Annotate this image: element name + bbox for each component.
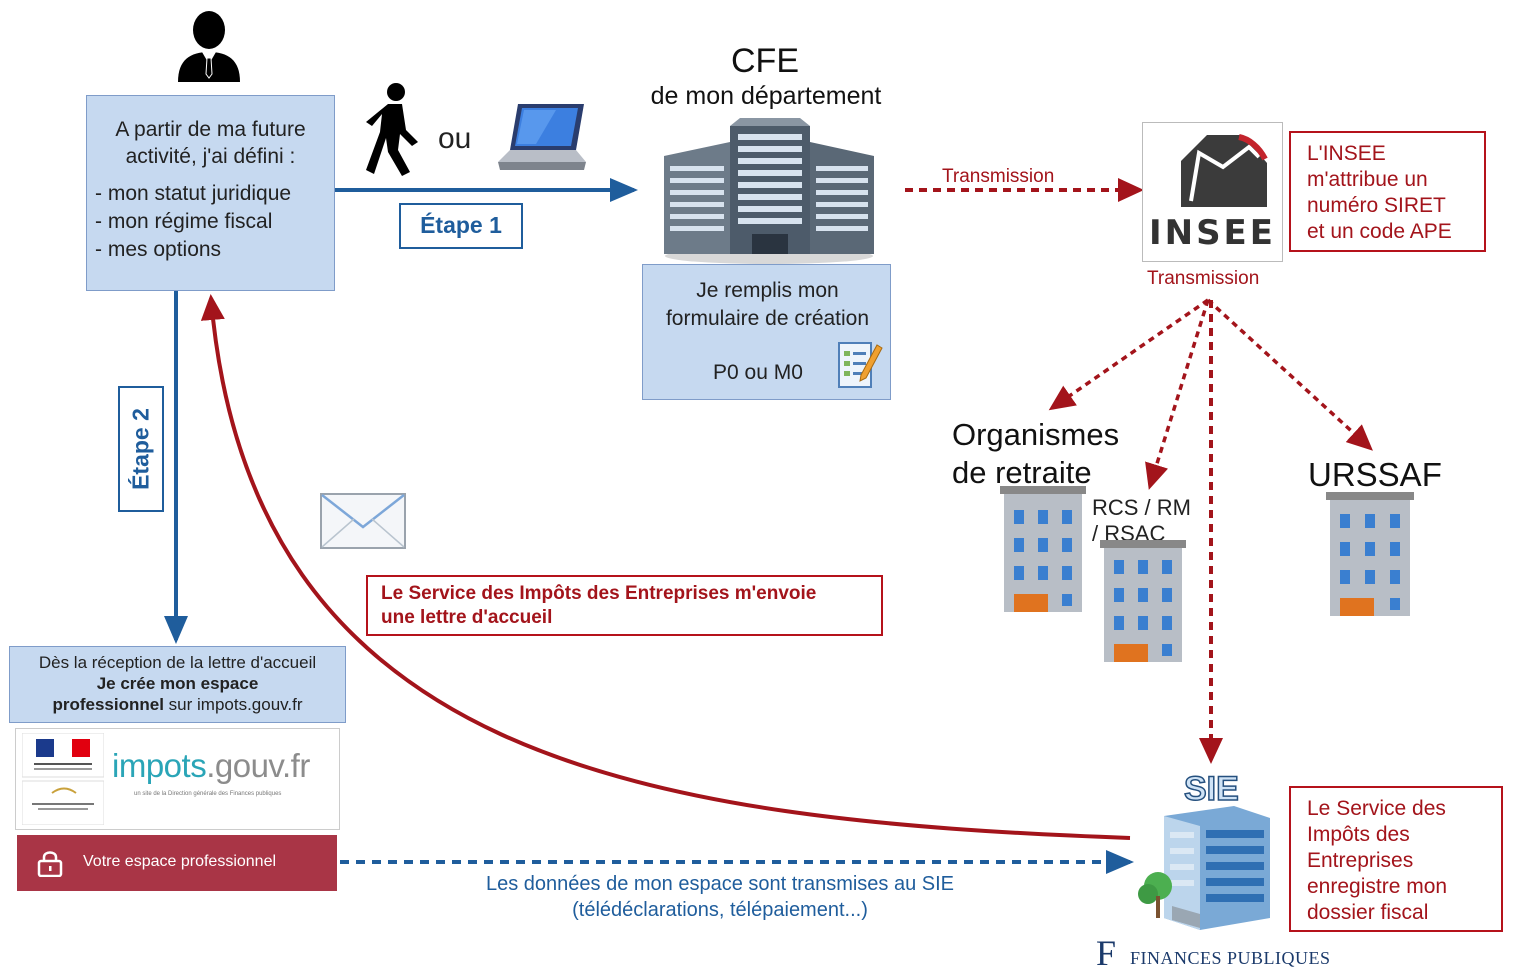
impots-gouv-logo: impots.gouv.fr un site de la Direction g… — [15, 728, 340, 830]
espace-pro-instructions: Dès la réception de la lettre d'accueil … — [9, 646, 346, 723]
walking-person-icon — [366, 83, 418, 176]
form-document-icon — [838, 342, 883, 388]
organismes-building-icon — [1000, 486, 1086, 612]
user-choice-item: - mes options — [95, 238, 222, 261]
impots-logo-tagline: un site de la Direction générale des Fin… — [134, 791, 282, 797]
urssaf-building-icon — [1326, 492, 1414, 616]
espace-pro-tail: sur impots.gouv.fr — [163, 695, 303, 714]
lettre-accueil-note: Le Service des Impôts des Entreprises m'… — [366, 575, 883, 636]
user-choice-item: - mon régime fiscal — [95, 210, 273, 233]
espace-pro-bold: Je crée mon espace professionnel — [52, 674, 259, 714]
insee-logo: INSEE — [1142, 122, 1283, 262]
sie-label: SIE — [1183, 769, 1239, 809]
user-choice-item: - mon statut juridique — [95, 182, 292, 205]
finances-publiques-mark: F — [1096, 933, 1117, 973]
user-choices-intro: A partir de ma future activité, j'ai déf… — [115, 118, 306, 168]
user-icon — [178, 11, 240, 82]
transmission-label-insee: Transmission — [1147, 268, 1260, 289]
lettre-accueil-arrow — [200, 294, 1131, 840]
rcs-building-icon — [1100, 540, 1186, 662]
finances-publiques-logo: F FINANCES PUBLIQUES — [1094, 933, 1354, 973]
impots-logo-main: impots — [112, 747, 207, 784]
sie-building-icon — [1138, 806, 1270, 930]
urssaf-label: URSSAF — [1308, 456, 1442, 493]
organismes-retraite-label: Organismes de retraite — [952, 417, 1120, 490]
user-choices-box: A partir de ma future activité, j'ai déf… — [86, 95, 335, 291]
republique-marianne-icon — [22, 733, 104, 825]
espace-professionnel-button[interactable]: Votre espace professionnel — [17, 835, 337, 891]
lock-icon — [37, 851, 63, 877]
sie-note: Le Service des Impôts des Entreprises en… — [1289, 786, 1503, 932]
insee-logo-text: INSEE — [1148, 213, 1277, 253]
etape1-label: Étape 1 — [399, 203, 523, 249]
to-urssaf-arrow — [1206, 298, 1373, 451]
etape2-label: Étape 2 — [118, 386, 164, 512]
data-transmission-label: Les données de mon espace sont transmise… — [485, 873, 955, 921]
transmission-label-cfe: Transmission — [942, 166, 1055, 187]
espace-pro-line1: Dès la réception de la lettre d'accueil — [38, 653, 317, 672]
finances-publiques-text: FINANCES PUBLIQUES — [1130, 948, 1331, 968]
insee-note: L'INSEE m'attribue un numéro SIRET et un… — [1289, 131, 1486, 252]
cfe-title: CFE — [731, 42, 799, 80]
espace-professionnel-label: Votre espace professionnel — [83, 853, 277, 870]
to-rcs-arrow — [1145, 299, 1210, 490]
cfe-form-text: Je remplis mon formulaire de création — [665, 279, 870, 330]
to-organismes-arrow — [1048, 298, 1209, 411]
envelope-icon — [320, 493, 406, 549]
impots-logo-suffix: .gouv.fr — [206, 747, 310, 784]
insee-emblem-icon — [1177, 131, 1269, 209]
cfe-subtitle: de mon département — [650, 82, 882, 110]
cfe-building-icon — [664, 118, 874, 264]
cfe-form-ref: P0 ou M0 — [713, 361, 803, 384]
cfe-form-box: Je remplis mon formulaire de création P0… — [642, 264, 891, 400]
ou-label: ou — [438, 122, 472, 155]
laptop-icon — [498, 104, 586, 170]
